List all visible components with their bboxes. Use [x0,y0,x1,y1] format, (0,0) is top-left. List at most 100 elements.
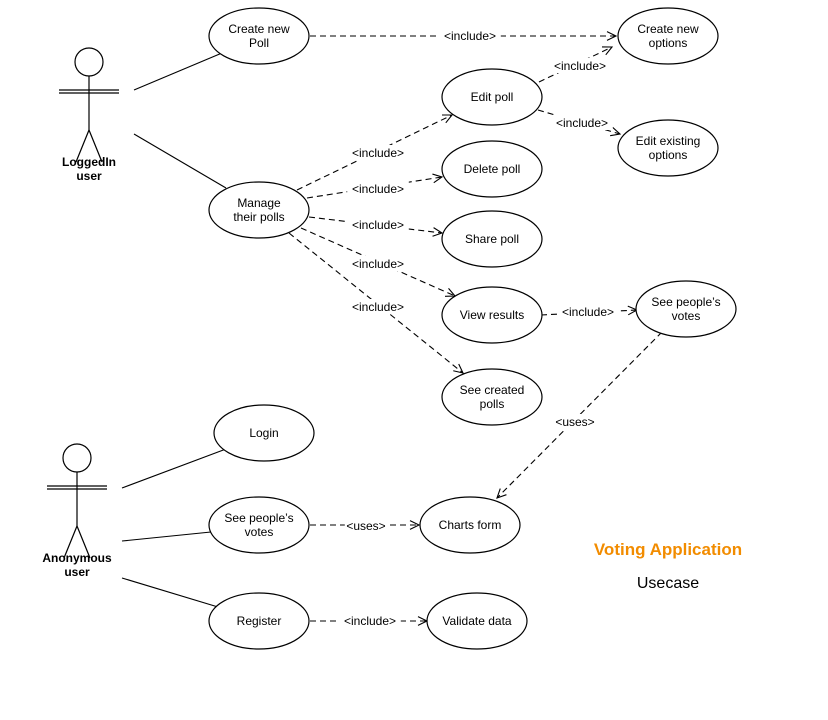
use-case-ellipse [441,286,543,344]
association-line [121,448,227,489]
dependency-label-bg [339,613,401,628]
dependency-label-bg [347,217,409,232]
dependency-label: <include> [352,218,404,232]
use-case-label: Charts form [439,518,502,532]
association-line [121,531,212,542]
use-case-ellipse [441,210,543,268]
association-line [121,577,219,608]
dependency-line [540,309,638,316]
dependency-line [496,331,663,499]
dependency-label-bg [557,304,619,319]
dependency-label-bg [551,115,613,130]
use-case-label: Validate data [442,614,511,628]
use-case-label: Edit poll [471,90,514,104]
use-case-ellipse [635,280,737,338]
diagram-subtitle: Usecase [637,575,699,592]
dependency-label-bg [347,181,409,196]
dependency-label: <include> [344,614,396,628]
use-case-ellipse [441,368,543,426]
use-case-ellipse [208,7,310,65]
association-line [133,52,223,91]
dependency-label: <include> [444,29,496,43]
dependency-label-bg [347,256,409,271]
association-line [133,133,227,189]
dependency-arrowhead [610,126,622,137]
dependency-line [296,114,453,191]
diagram-title: Voting Application [594,540,742,559]
use-case-ellipse [617,7,719,65]
dependency-label-bg [549,58,611,73]
use-case-ellipse [208,496,310,554]
dependency-label: <include> [554,59,606,73]
use-case-ellipse [208,592,310,650]
actor-right-leg [76,525,91,559]
use-case-label: Delete poll [464,162,521,176]
use-case-edit-poll: Edit poll [441,68,543,126]
dependency-arrowhead [409,520,421,530]
dependency-label: <include> [556,116,608,130]
use-case-ellipse [419,496,521,554]
actor-head [62,443,92,473]
actor-left-leg [75,129,90,163]
dependency-label: <include> [352,257,404,271]
actor-left-leg [63,525,78,559]
dependency-label: <include> [352,146,404,160]
dependency-label: <include> [352,182,404,196]
dependency-label: <include> [352,300,404,314]
dependency-arrowhead [496,488,507,499]
dependency-label-bg [553,414,597,429]
dependency-arrowhead [453,363,464,374]
dependency-arrowhead [444,288,457,297]
actor-head [74,47,104,77]
dependency-arrowhead [441,114,454,124]
use-case-delete-poll: Delete poll [441,140,543,198]
dependency-arrowhead [432,173,444,184]
use-case-label: Share poll [465,232,519,246]
dependency-label-bg [344,518,388,533]
use-case-view-results: View results [441,286,543,344]
dependency-label: <uses> [346,519,385,533]
use-case-login: Login [213,404,315,462]
use-case-ellipse [617,119,719,177]
dependency-label-bg [439,28,501,43]
use-case-ellipse [441,140,543,198]
use-case-label: View results [460,308,524,322]
use-case-ellipse [441,68,543,126]
dependency-label: <include> [562,305,614,319]
dependency-label-bg [347,299,409,314]
use-case-label: Login [249,426,278,440]
dependency-arrowhead [601,46,614,56]
use-case-ellipse [208,181,310,239]
use-case-label: Register [237,614,282,628]
dependency-label: <uses> [555,415,594,429]
use-case-ellipse [426,592,528,650]
use-case-charts-form: Charts form [419,496,521,554]
actor-right-leg [88,129,103,163]
use-case-share-poll: Share poll [441,210,543,268]
use-case-validate: Validate data [426,592,528,650]
use-case-register: Register [208,592,310,650]
dependency-arrowhead [606,31,618,41]
use-case-ellipse [213,404,315,462]
association-layer [121,52,227,608]
